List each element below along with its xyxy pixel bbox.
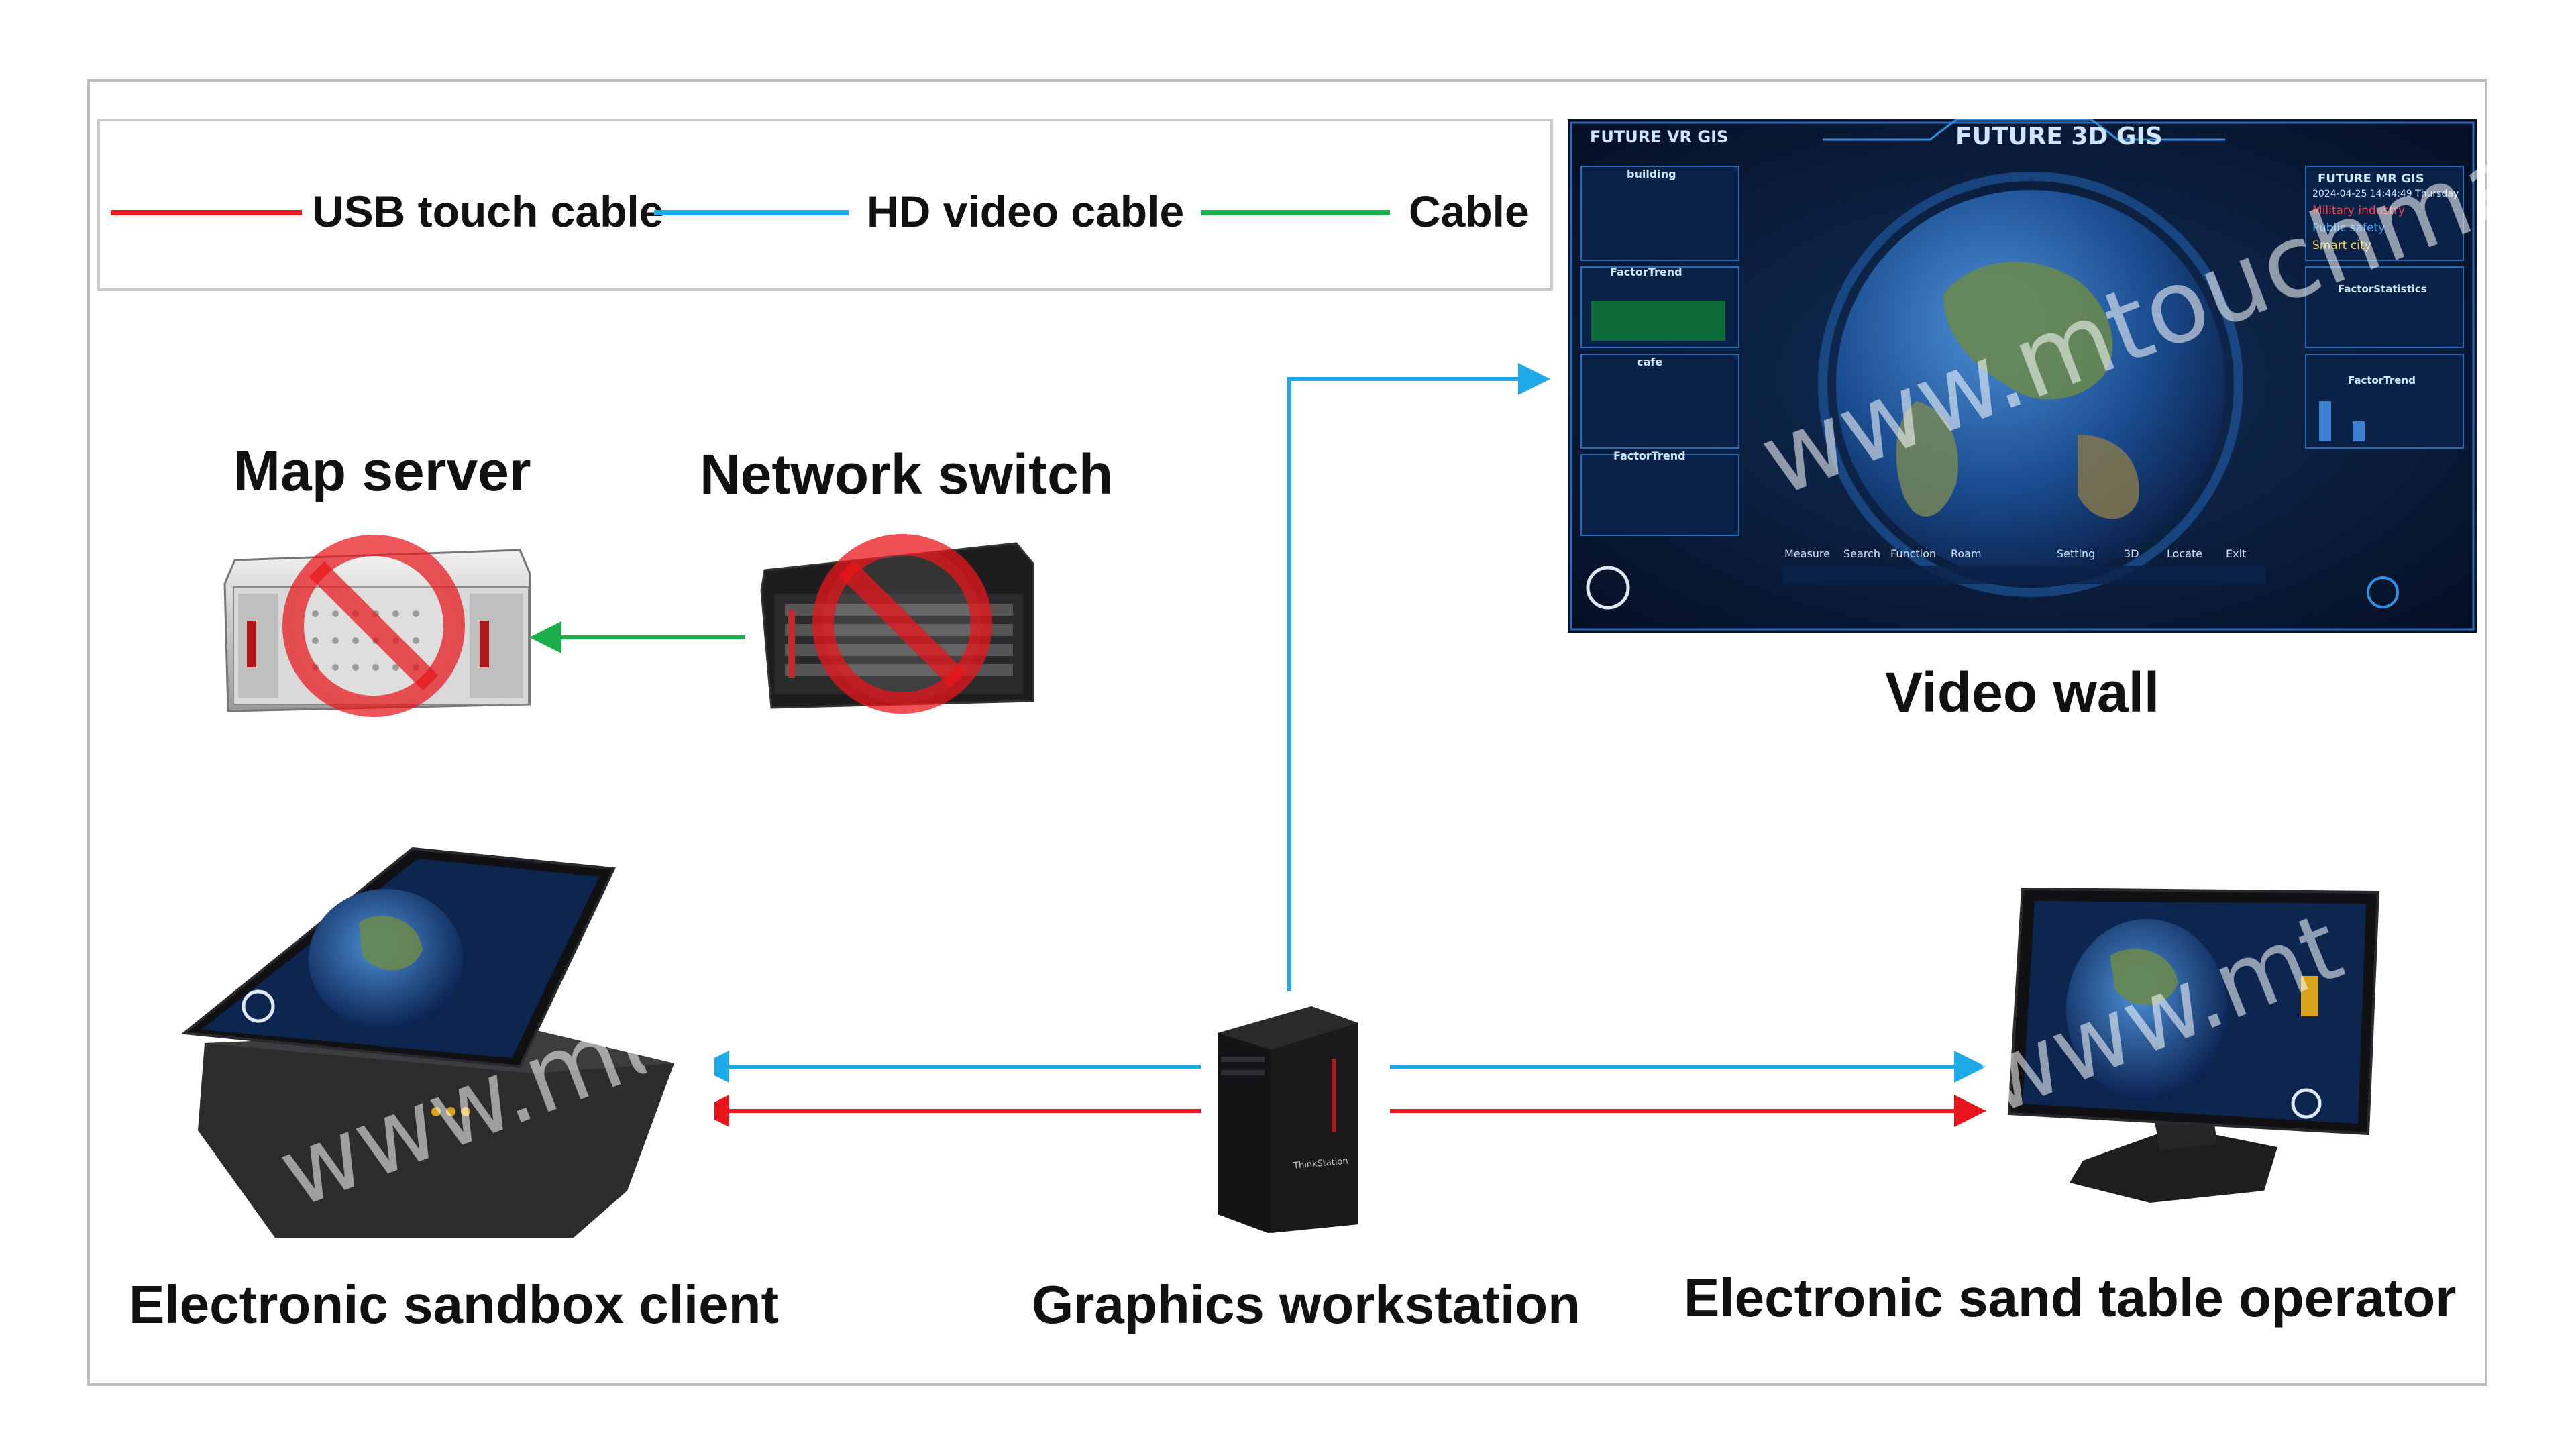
screen-panel-building: building: [1627, 168, 1676, 180]
legend-label-usb: USB touch cable: [312, 186, 664, 236]
video-wall-screen: [1568, 119, 2477, 633]
legend-box: [97, 119, 1553, 291]
map-server-icon: [223, 535, 531, 717]
screen-datetime: 2024-04-25 14:44:49 Thursday: [2312, 189, 2459, 199]
legend-line-cable: [1201, 210, 1390, 215]
screen-toolbar-roam: Roam: [1951, 547, 1982, 560]
diagram-frame: [87, 79, 2487, 1386]
screen-toolbar-search: Search: [1843, 547, 1880, 560]
screen-right-panel-title: FUTURE MR GIS: [2318, 172, 2424, 186]
screen-panel-factortrend-3: FactorTrend: [2348, 374, 2416, 386]
hd-line-to-video-wall: [1287, 363, 1550, 991]
screen-panel-factortrend-1: FactorTrend: [1610, 266, 1682, 278]
screen-category-military: Military industry: [2312, 204, 2406, 217]
screen-toolbar-function: Function: [1890, 547, 1937, 560]
screen-category-smart: Smart city: [2312, 239, 2371, 252]
sandbox-client-title: Electronic sandbox client: [129, 1275, 780, 1334]
legend-line-hd: [654, 210, 849, 215]
sandbox-client-icon: [158, 847, 714, 1238]
legend-label-hd: HD video cable: [867, 186, 1185, 236]
workstation-icon: [1218, 1006, 1358, 1233]
screen-toolbar-3d: 3D: [2124, 547, 2139, 560]
operator-monitor-icon: [2007, 887, 2380, 1203]
operator-title: Electronic sand table operator: [1684, 1268, 2457, 1328]
workstation-title: Graphics workstation: [1032, 1275, 1580, 1334]
network-switch-title: Network switch: [700, 443, 1114, 506]
screen-toolbar-exit: Exit: [2226, 547, 2247, 560]
screen-panel-factortrend-2: FactorTrend: [1613, 449, 1686, 462]
screen-center-title: FUTURE 3D GIS: [1955, 123, 2163, 150]
screen-toolbar-setting: Setting: [2057, 547, 2096, 560]
screen-toolbar-locate: Locate: [2167, 547, 2203, 560]
screen-left-title: FUTURE VR GIS: [1590, 127, 1729, 146]
screen-panel-cafe: cafe: [1637, 356, 1663, 368]
map-server-title: Map server: [233, 439, 531, 502]
legend-label-cable: Cable: [1409, 186, 1529, 236]
screen-toolbar-measure: Measure: [1784, 547, 1830, 560]
legend-line-usb: [111, 210, 302, 215]
left-panels: [1580, 166, 1739, 536]
network-switch-icon: [760, 534, 1034, 714]
video-wall-title: Video wall: [1885, 661, 2160, 724]
screen-panel-factorstatistics: FactorStatistics: [2338, 283, 2427, 295]
screen-category-public: Public safety: [2312, 221, 2385, 235]
right-panels: [2305, 166, 2464, 449]
